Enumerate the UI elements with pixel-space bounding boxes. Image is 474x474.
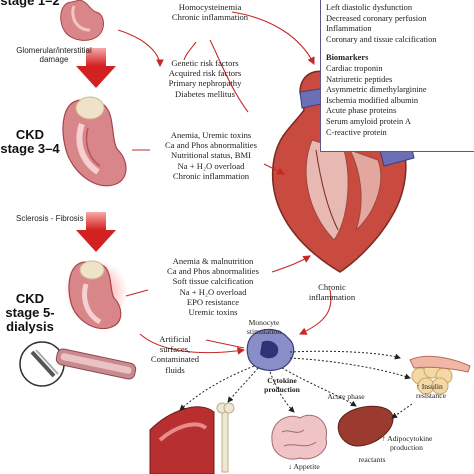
mid-factors: Anemia, Uremic toxins Ca and Phos abnorm… [148,130,274,181]
artificial-line: fluids [165,364,185,375]
monocyte-line: Monocyte [248,318,280,327]
progression-arrow-2-icon [76,212,116,252]
acute-phase-line: Acute phase [327,392,365,401]
transition-2-label: Sclerosis - Fibrosis [16,214,84,223]
low-factor: Soft tissue calcification [172,276,254,287]
adipocytokine-line: ↑ Adipocytokine [382,434,433,443]
top-factor: Homocysteinemia [178,2,242,12]
stage-3-4-line2: stage 3–4 [0,141,60,156]
effect-item: Left diastolic dysfunction [326,3,413,12]
low-factor: EPO resistance [186,296,240,307]
low-factors: Anemia & malnutrition Ca and Phos abnorm… [150,256,276,317]
mid-factor: Na + H₂O overload [177,160,245,171]
low-factor: Anemia & malnutrition [172,256,254,266]
low-factor: Uremic toxins [188,307,238,318]
cytokine-line: production [264,385,300,394]
stage-5-line3: dialysis [6,319,54,334]
chronic-inflammation-line: inflammation [308,292,356,303]
appetite-label: ↓ Appetite [288,462,320,471]
brain-icon [271,414,328,460]
top-factor: Chronic inflammation [171,12,249,23]
artificial-surfaces-label: Artificial surfaces, Contaminated fluids [140,334,210,375]
mid-factor: Ca and Phos abnormalities [165,140,257,151]
insulin-label: ↑ Insulin resistance [416,382,474,400]
stage-5-label: CKD stage 5- dialysis [0,292,60,334]
liver-icon [337,405,394,447]
effects-biomarkers-box: Left diastolic dysfunction Decreased cor… [320,0,474,152]
artificial-line: surfaces, [159,344,191,355]
adipose-tissue-icon [411,361,453,395]
low-factor: Ca and Phos abnormalities [167,266,259,277]
biomarker-item: C-reactive protein [326,127,387,137]
adipocytokine-text: Adipocytokine [387,434,433,443]
arrow-risk-to-heart-icon [209,39,249,113]
effect-item: Inflammation [326,24,372,34]
biomarker-item: Acute phase proteins [326,106,397,116]
monocyte-label: Monocyte stimulation [232,318,296,336]
acute-phase-reactants-label: reactants [358,455,386,464]
top-factors: Homocysteinemia Chronic inflammation [150,2,270,22]
chronic-inflammation-label: Chronic inflammation [296,282,368,302]
artificial-line: Artificial [159,334,191,344]
acute-phase-label: Acute phase [314,392,378,401]
mid-factor: Chronic inflammation [172,170,250,181]
biomarker-item: Asymmetric dimethylarginine [326,85,427,95]
artery-icon [149,406,215,474]
kidney-stage3-icon [62,96,127,187]
transition-1-label: Glomerular/interstitial damage [8,46,100,64]
insulin-text: Insulin [421,382,443,391]
insulin-line: ↑ Insulin [416,382,443,391]
adipocytokine-line2: production [390,443,423,452]
stage-1-2-label: stage 1–2 [0,0,60,8]
arrow-top-to-heart-icon [231,11,315,65]
monocyte-line: stimulation [246,327,282,336]
kidney-stage1-icon [60,0,104,41]
arrow-low-to-heart-icon [271,255,311,273]
effect-item: Decreased coronary perfusion [326,13,427,23]
cytokine-label: Cytokine production [252,376,312,394]
stage-5-line2: stage 5- [5,305,55,320]
kidney-stage5-icon [68,260,122,330]
risk-factor: Primary nephropathy [168,78,242,89]
stage-3-4-label: CKD stage 3–4 [0,128,60,156]
risk-factor: Acquired risk factors [168,68,242,79]
artificial-line: Contaminated [150,354,200,365]
transition-1-line1: Glomerular/interstitial [16,46,92,55]
effect-item: Coronary and tissue calcification [326,34,437,44]
biomarker-item: Ischemia modified albumin [326,95,419,105]
biomarker-item: Natriuretic peptides [326,74,393,84]
stage-5-line1: CKD [15,291,45,306]
dialysis-catheter-icon [19,341,137,387]
progression-arrow-1-icon [76,48,116,88]
risk-factor: Genetic risk factors [171,58,239,68]
risk-factors: Genetic risk factors Acquired risk facto… [150,58,260,99]
biomarker-item: Cardiac troponin [326,63,383,73]
stage-3-4-line1: CKD [15,127,45,142]
arrow-mid-to-heart-icon [263,163,285,175]
chronic-inflammation-line: Chronic [318,282,346,292]
arrow-inflammation-to-monocyte-icon [299,289,332,335]
insulin-line2: resistance [416,391,446,400]
bone-icon [216,402,235,473]
cytokine-line: Cytokine [267,376,297,385]
biomarker-item: Serum amyloid protein A [326,116,411,126]
biomarkers-title: Biomarkers [326,53,369,63]
mid-factor: Anemia, Uremic toxins [170,130,252,140]
mid-factor: Nutritional status, BMI [171,150,251,161]
transition-1-line2: damage [39,55,69,64]
risk-factor: Diabetes mellitus [175,88,235,99]
pancreas-icon [409,355,471,373]
adipocytokine-label: ↑ Adipocytokine production [382,434,474,452]
low-factor: Na + H₂O overload [179,286,247,297]
